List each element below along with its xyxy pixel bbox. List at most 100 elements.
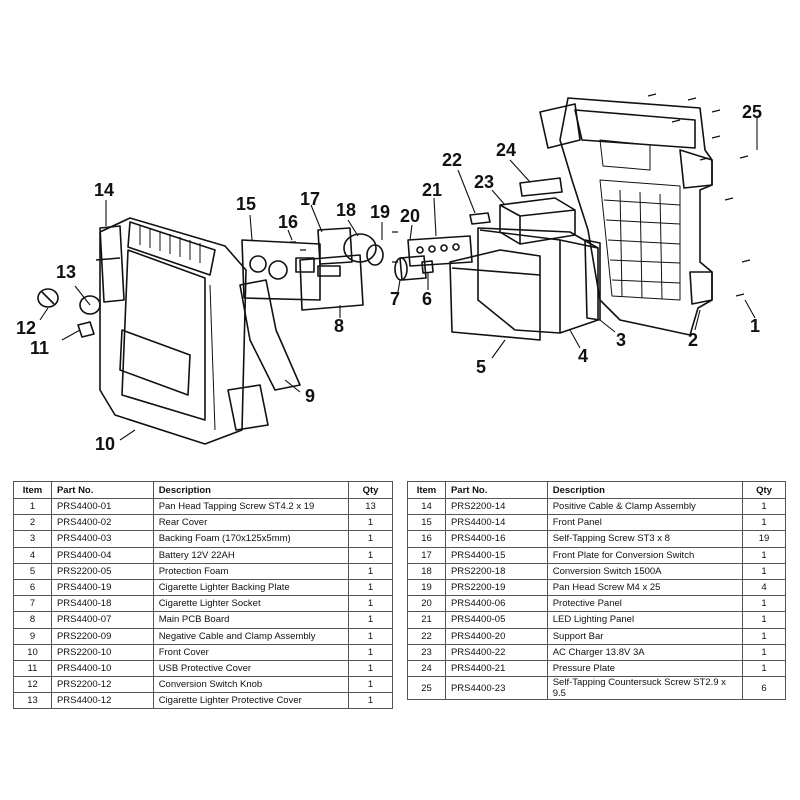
cell-description: Conversion Switch 1500A xyxy=(546,562,744,580)
callout-4: 4 xyxy=(578,346,588,366)
callout-17: 17 xyxy=(300,189,320,209)
cell-part-no: PRS4400-15 xyxy=(444,546,548,564)
lighter-backing-plate-part xyxy=(421,260,434,274)
cell-part-no: PRS4400-04 xyxy=(50,546,154,564)
cell-qty: 1 xyxy=(742,659,786,678)
conversion-switch-part xyxy=(343,233,384,266)
callout-18: 18 xyxy=(336,200,356,220)
cell-part-no: PRS4400-12 xyxy=(50,692,154,710)
cell-description: LED Lighting Panel xyxy=(546,611,744,629)
cell-description: Self-Tapping Screw ST3 x 8 xyxy=(546,530,744,548)
cell-item: 21 xyxy=(407,611,446,629)
led-lighting-panel-part xyxy=(407,235,473,267)
battery-part xyxy=(477,227,599,334)
cell-part-no: PRS2200-14 xyxy=(444,497,548,516)
callout-12: 12 xyxy=(16,318,36,338)
cell-qty: 1 xyxy=(742,514,786,532)
cell-description: Pan Head Screw M4 x 25 xyxy=(546,578,744,597)
cell-item: 12 xyxy=(13,676,52,694)
negative-clamp-part xyxy=(227,279,301,431)
cell-part-no: PRS2200-10 xyxy=(50,643,154,661)
callout-9: 9 xyxy=(305,386,315,406)
cell-qty: 1 xyxy=(348,546,393,564)
cell-description: Protective Panel xyxy=(546,595,744,613)
cell-description: Rear Cover xyxy=(152,514,350,532)
main-pcb-board-part xyxy=(299,254,364,311)
cell-qty: 1 xyxy=(742,611,786,629)
cell-description: Conversion Switch Knob xyxy=(152,676,350,694)
cell-part-no: PRS2200-18 xyxy=(444,562,548,580)
cell-qty: 1 xyxy=(348,627,393,645)
cell-qty: 13 xyxy=(348,497,393,516)
ac-charger-part xyxy=(499,197,576,245)
cell-part-no: PRS4400-01 xyxy=(50,497,154,516)
cell-item: 18 xyxy=(407,562,446,580)
callout-20: 20 xyxy=(400,206,420,226)
cell-item: 16 xyxy=(407,530,446,548)
cell-item: 8 xyxy=(13,611,52,629)
callout-numbers: 1 2 3 4 5 6 7 8 9 10 11 12 13 14 15 16 1… xyxy=(16,102,762,454)
callout-10: 10 xyxy=(95,434,115,454)
callout-25: 25 xyxy=(742,102,762,122)
cell-item: 6 xyxy=(13,578,52,597)
callout-7: 7 xyxy=(390,289,400,309)
cell-qty: 1 xyxy=(742,497,786,516)
cell-qty: 1 xyxy=(742,627,786,645)
cell-qty: 1 xyxy=(348,659,393,678)
cell-description: USB Protective Cover xyxy=(152,659,350,678)
rear-cover-part xyxy=(539,97,713,336)
cell-item: 4 xyxy=(13,546,52,564)
cell-part-no: PRS4400-21 xyxy=(444,659,548,678)
cell-item: 7 xyxy=(13,595,52,613)
header-qty: Qty xyxy=(348,481,393,499)
cell-item: 17 xyxy=(407,546,446,564)
cell-qty: 1 xyxy=(742,546,786,564)
callout-22: 22 xyxy=(442,150,462,170)
front-panel-part xyxy=(241,239,321,301)
cell-part-no: PRS2200-09 xyxy=(50,627,154,645)
cell-qty: 1 xyxy=(742,595,786,613)
cell-description: Positive Cable & Clamp Assembly xyxy=(546,497,744,516)
cell-description: Front Plate for Conversion Switch xyxy=(546,546,744,564)
callout-11: 11 xyxy=(30,338,49,358)
cell-description: Self-Tapping Countersuck Screw ST2.9 x 9… xyxy=(546,676,744,701)
cell-description: Backing Foam (170x125x5mm) xyxy=(152,530,350,548)
cell-qty: 1 xyxy=(348,530,393,548)
header-description: Description xyxy=(546,481,744,499)
header-part-no: Part No. xyxy=(444,481,548,499)
cell-qty: 1 xyxy=(348,643,393,661)
pressure-plate-part xyxy=(519,177,563,197)
cell-qty: 1 xyxy=(742,643,786,661)
cell-qty: 1 xyxy=(348,514,393,532)
positive-clamp-part xyxy=(95,225,125,303)
callout-2: 2 xyxy=(688,330,698,350)
front-cover-part xyxy=(99,217,247,445)
cell-part-no: PRS4400-22 xyxy=(444,643,548,661)
cell-description: Battery 12V 22AH xyxy=(152,546,350,564)
callout-16: 16 xyxy=(278,212,298,232)
header-part-no: Part No. xyxy=(50,481,154,499)
cell-part-no: PRS4400-05 xyxy=(444,611,548,629)
conversion-switch-knob-part xyxy=(37,288,59,308)
support-bar-part xyxy=(469,212,491,225)
cell-part-no: PRS4400-19 xyxy=(50,578,154,597)
cell-part-no: PRS4400-18 xyxy=(50,595,154,613)
cell-description: Support Bar xyxy=(546,627,744,645)
callout-19: 19 xyxy=(370,202,390,222)
cell-qty: 1 xyxy=(348,692,393,710)
cell-item: 23 xyxy=(407,643,446,661)
